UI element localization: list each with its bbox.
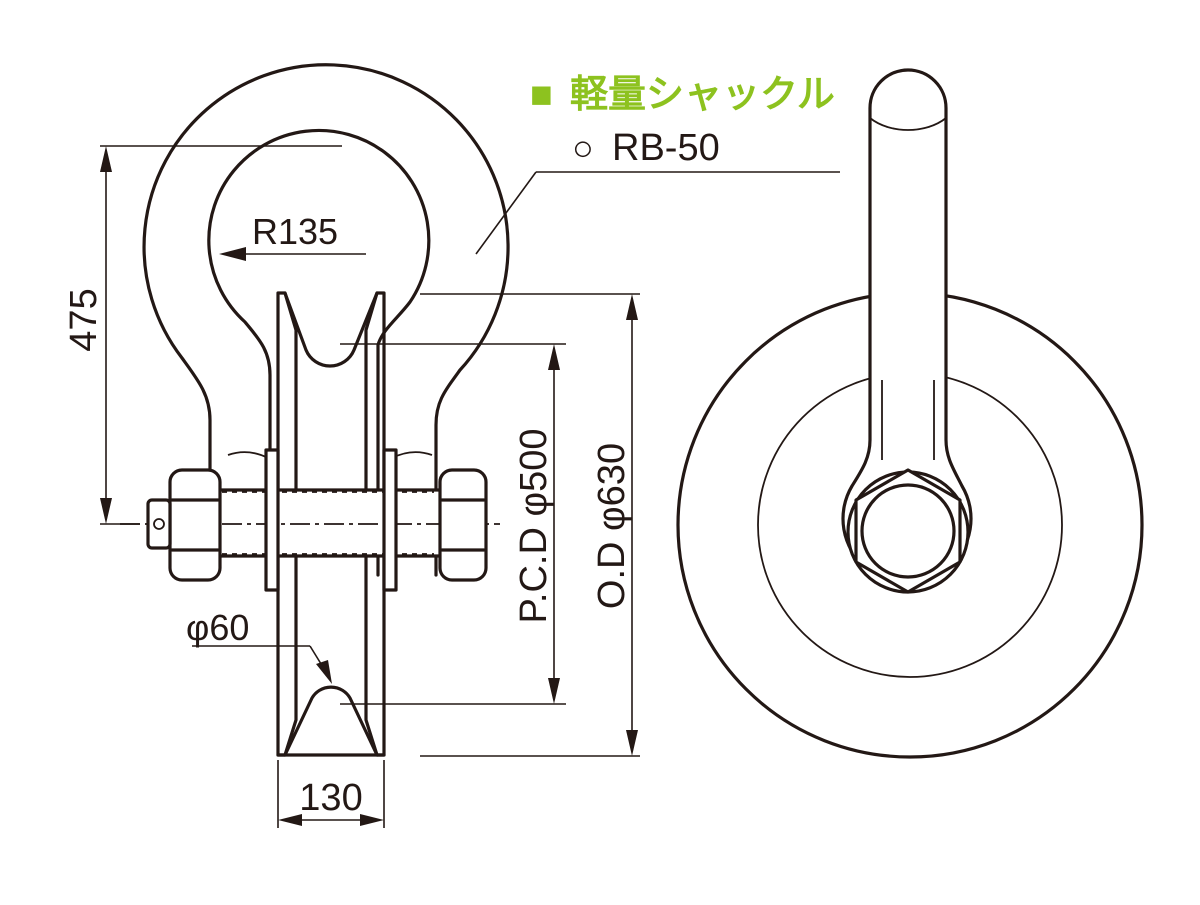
lower-groove <box>283 685 379 757</box>
height-label: 475 <box>63 288 105 351</box>
side-view <box>676 68 1144 759</box>
model-number: RB-50 <box>612 127 720 169</box>
model-leader-diagonal <box>475 171 537 255</box>
od-label: O.D φ630 <box>591 443 633 609</box>
left-nut <box>146 468 222 582</box>
width-arrow-right <box>360 814 384 826</box>
od-arrow-bottom <box>626 730 638 756</box>
pcd-label: P.C.D φ500 <box>513 428 555 623</box>
model-marker: ○ <box>572 127 594 168</box>
width-arrow-left <box>278 814 302 826</box>
shackle-bow-outline <box>142 63 510 577</box>
radius-label: R135 <box>252 211 338 252</box>
groove-label: φ60 <box>186 607 249 648</box>
title-marker: ■ <box>530 74 553 116</box>
radius-arrow <box>219 247 246 261</box>
arm-top-edge <box>869 117 947 131</box>
product-title: 軽量シャックル <box>570 74 835 116</box>
upper-groove <box>283 291 379 368</box>
od-arrow-top <box>626 294 638 320</box>
height-arrow-bottom <box>100 498 112 524</box>
axle <box>210 488 446 558</box>
groove-arrow <box>316 660 332 684</box>
left-spacer <box>264 448 280 592</box>
width-label: 130 <box>299 777 362 819</box>
right-spacer <box>382 448 398 592</box>
shackle-bow-inner <box>207 128 431 577</box>
right-nut <box>438 468 488 582</box>
title-block: ■ 軽量シャックル ○ RB-50 <box>530 74 835 169</box>
height-arrow-top <box>100 146 112 172</box>
right-eye-curve <box>391 451 433 459</box>
front-view: R135 475 P.C.D φ500 O.D φ630 φ60 <box>63 63 840 828</box>
bolt-shank <box>860 483 956 579</box>
hex-bolt-head <box>854 468 962 594</box>
pcd-arrow-bottom <box>548 678 560 704</box>
left-eye-curve <box>227 451 269 459</box>
pcd-arrow-top <box>548 344 560 370</box>
